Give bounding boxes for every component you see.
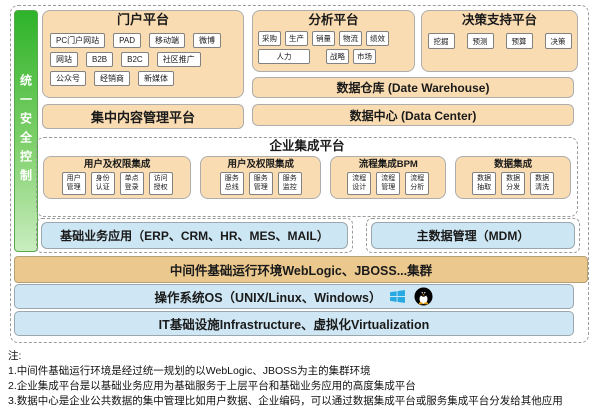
integration-group-bpm: 流程集成BPM 流程 设计 流程 管理 流程 分析 [330, 156, 447, 199]
note-line-2: 2.企业集成平台是以基础业务应用为基础服务于上层平台和基础业务应用的高度集成平台 [8, 380, 416, 392]
decision-item-mining: 挖掘 [427, 33, 455, 49]
infrastructure-label: IT基础设施Infrastructure、虚拟化Virtualization [158, 318, 430, 332]
analysis-row-2: 人力 战略 市场 [253, 49, 414, 64]
analysis-item-sales: 销量 [312, 31, 335, 46]
notes-block: 注: 1.中间件基础运行环境是经过统一规划的以WebLogic、JBOSS为主的… [8, 349, 596, 409]
mdm-dashed-frame: 主数据管理（MDM） [366, 218, 580, 253]
analysis-item-hr: 人力 [258, 49, 310, 64]
integration-group-title: 用户及权限集成 [83, 159, 151, 170]
analysis-item-performance: 绩效 [366, 31, 389, 46]
portal-item-b2b: B2B [86, 52, 114, 67]
integration-group-title: 数据集成 [494, 159, 533, 170]
decision-row: 挖掘 预测 预算 决策 [422, 33, 577, 49]
integration-item-user-mgmt: 用户 管理 [61, 172, 86, 195]
base-apps-bar: 基础业务应用（ERP、CRM、HR、MES、MAIL） [41, 222, 348, 249]
integration-item-esb: 服务 总线 [219, 172, 244, 195]
portal-item-community: 社区推广 [156, 52, 201, 67]
portal-item-b2c: B2C [121, 52, 149, 67]
integration-group-title: 用户及权限集成 [227, 159, 295, 170]
decision-support-panel: 决策支持平台 挖掘 预测 预算 决策 [421, 10, 578, 72]
portal-platform-title: 门户平台 [116, 12, 169, 27]
portal-item-website: 网站 [50, 52, 78, 67]
portal-item-mobile: 移动端 [148, 33, 185, 48]
analysis-platform-panel: 分析平台 采购 生产 销量 物流 绩效 人力 战略 市场 [252, 10, 415, 72]
windows-icon [389, 288, 406, 305]
integration-item-access: 访问 授权 [148, 172, 173, 195]
outer-dashed-frame [10, 5, 589, 343]
portal-row-2: 网站 B2B B2C 社区推广 [43, 52, 243, 67]
analysis-item-logistics: 物流 [339, 31, 362, 46]
decision-support-title: 决策支持平台 [461, 13, 537, 27]
base-apps-dashed-frame: 基础业务应用（ERP、CRM、HR、MES、MAIL） [36, 218, 353, 253]
linux-tux-icon [414, 287, 434, 306]
portal-item-pad: PAD [113, 33, 141, 48]
analysis-item-strategy: 战略 [326, 49, 349, 64]
integration-item-process-analysis: 流程 分析 [405, 172, 430, 195]
integration-item-sso: 单点 登录 [119, 172, 144, 195]
integration-group-user-permission: 用户及权限集成 用户 管理 身份 认证 单点 登录 访问 授权 [43, 156, 192, 199]
analysis-item-market: 市场 [353, 49, 376, 64]
mdm-bar: 主数据管理（MDM） [371, 222, 575, 249]
integration-group-items: 流程 设计 流程 管理 流程 分析 [334, 172, 442, 195]
unified-security-bar: 统一安全控制 [14, 10, 38, 252]
integration-platform-title: 企业集成平台 [269, 139, 345, 153]
integration-groups: 用户及权限集成 用户 管理 身份 认证 单点 登录 访问 授权 用户及权限集成 … [37, 155, 577, 199]
os-label: 操作系统OS（UNIX/Linux、Windows） [154, 291, 382, 305]
analysis-item-procurement: 采购 [258, 31, 281, 46]
decision-item-budget: 预算 [505, 33, 533, 49]
os-bar: 操作系统OS（UNIX/Linux、Windows） [14, 284, 574, 309]
infrastructure-bar: IT基础设施Infrastructure、虚拟化Virtualization [14, 311, 574, 336]
integration-item-process-design: 流程 设计 [347, 172, 372, 195]
integration-group-data: 数据集成 数据 抽取 数据 分发 数据 清洗 [455, 156, 571, 199]
integration-item-service-monitor: 服务 监控 [277, 172, 302, 195]
integration-platform-panel: 企业集成平台 用户及权限集成 用户 管理 身份 认证 单点 登录 访问 授权 用… [36, 137, 578, 217]
portal-platform-panel: 门户平台 PC门户网站 PAD 移动端 微博 网站 B2B B2C 社区推广 公… [42, 10, 244, 98]
portal-row-1: PC门户网站 PAD 移动端 微博 [43, 33, 243, 48]
integration-item-process-mgmt: 流程 管理 [376, 172, 401, 195]
data-center-bar: 数据中心 (Data Center) [252, 104, 574, 126]
integration-item-identity: 身份 认证 [90, 172, 115, 195]
decision-item-forecast: 预测 [466, 33, 494, 49]
integration-group-items: 数据 抽取 数据 分发 数据 清洗 [459, 172, 567, 195]
integration-group-items: 服务 总线 服务 管理 服务 监控 [204, 172, 317, 195]
analysis-platform-title: 分析平台 [308, 13, 359, 27]
integration-item-data-extract: 数据 抽取 [472, 172, 497, 195]
notes-heading: 注: [8, 350, 22, 362]
analysis-item-production: 生产 [285, 31, 308, 46]
integration-item-data-distribute: 数据 分发 [501, 172, 526, 195]
unified-security-label: 统一安全控制 [18, 74, 33, 188]
portal-item-weibo: 微博 [192, 33, 221, 48]
portal-item-newmedia: 新媒体 [138, 71, 174, 86]
portal-item-pc: PC门户网站 [50, 33, 106, 48]
integration-group-title: 流程集成BPM [358, 159, 418, 170]
portal-item-dealer: 经销商 [94, 71, 130, 86]
middleware-bar: 中间件基础运行环境WebLogic、JBOSS...集群 [14, 256, 588, 283]
integration-item-data-clean: 数据 清洗 [530, 172, 555, 195]
portal-row-3: 公众号 经销商 新媒体 [43, 71, 243, 86]
note-line-1: 1.中间件基础运行环境是经过统一规划的以WebLogic、JBOSS为主的集群环… [8, 365, 371, 377]
note-line-3: 3.数据中心是企业公共数据的集中管理比如用户数据、企业编码，可以通过数据集成平台… [8, 395, 563, 407]
data-warehouse-bar: 数据仓库 (Date Warehouse) [252, 77, 574, 98]
analysis-row-1: 采购 生产 销量 物流 绩效 [253, 31, 414, 46]
decision-item-decision: 决策 [544, 33, 572, 49]
integration-item-service-mgmt: 服务 管理 [248, 172, 273, 195]
integration-group-service: 用户及权限集成 服务 总线 服务 管理 服务 监控 [200, 156, 322, 199]
integration-group-items: 用户 管理 身份 认证 单点 登录 访问 授权 [47, 172, 187, 195]
portal-item-official-account: 公众号 [50, 71, 86, 86]
content-management-bar: 集中内容管理平台 [42, 104, 244, 129]
